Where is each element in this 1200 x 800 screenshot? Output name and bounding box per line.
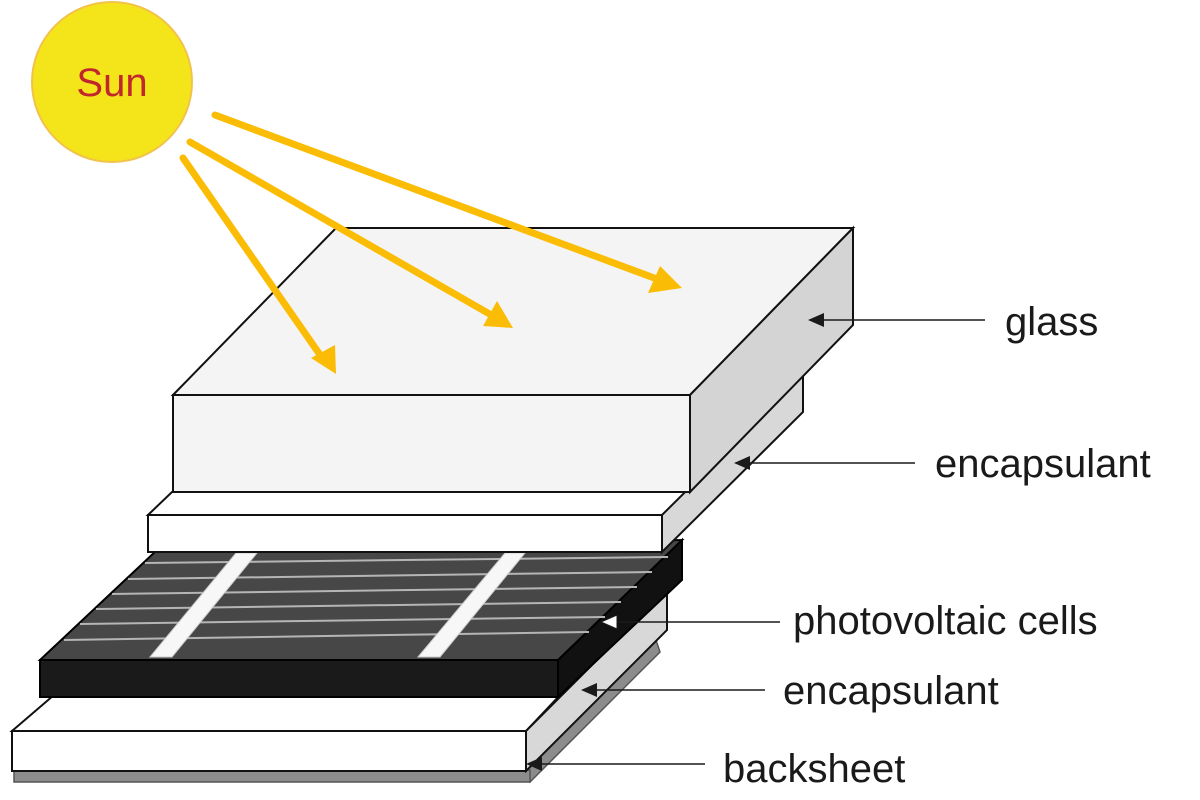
photovoltaic-cells-layer <box>37 537 685 700</box>
sun: Sun <box>31 1 193 163</box>
leader-lines <box>540 319 985 765</box>
encapsulant-top-layer <box>145 372 804 555</box>
arrowhead-icon <box>808 313 824 327</box>
label-photovoltaic-cells: photovoltaic cells <box>793 599 1098 643</box>
sun-ray <box>211 111 669 286</box>
sun-rays <box>179 111 669 366</box>
cells-front <box>39 659 559 698</box>
encapsulant-bottom-front <box>11 730 527 772</box>
encapsulant-top-top <box>145 491 693 516</box>
finger-line <box>95 601 622 610</box>
glass-layer <box>170 225 856 495</box>
arrowhead-icon <box>648 266 682 293</box>
encapsulant-top-front <box>147 514 663 553</box>
label-glass: glass <box>1005 300 1098 344</box>
sun-ray <box>186 138 504 324</box>
arrowhead-icon <box>581 683 597 697</box>
arrowhead-icon <box>599 614 618 630</box>
glass-front <box>172 394 691 493</box>
label-backsheet: backsheet <box>723 747 905 791</box>
finger-line <box>79 616 606 625</box>
finger-line <box>63 631 590 641</box>
layer-labels: glass encapsulant photovoltaic cells enc… <box>723 300 1151 791</box>
leader-arrowheads <box>526 313 824 771</box>
encapsulant-bottom-top <box>9 694 563 732</box>
label-encapsulant-bottom: encapsulant <box>783 669 999 713</box>
sun-ray <box>179 154 329 366</box>
encapsulant-bottom-layer <box>9 587 668 774</box>
arrowhead-icon <box>483 301 513 328</box>
sun-ray-arrowheads <box>311 266 682 374</box>
arrowhead-icon <box>526 757 542 771</box>
arrowhead-icon <box>311 345 336 374</box>
finger-line <box>111 586 638 595</box>
arrowhead-icon <box>734 456 750 470</box>
label-encapsulant-top: encapsulant <box>935 442 1151 486</box>
sun-label: Sun <box>76 61 147 105</box>
sun-disc <box>31 1 193 163</box>
